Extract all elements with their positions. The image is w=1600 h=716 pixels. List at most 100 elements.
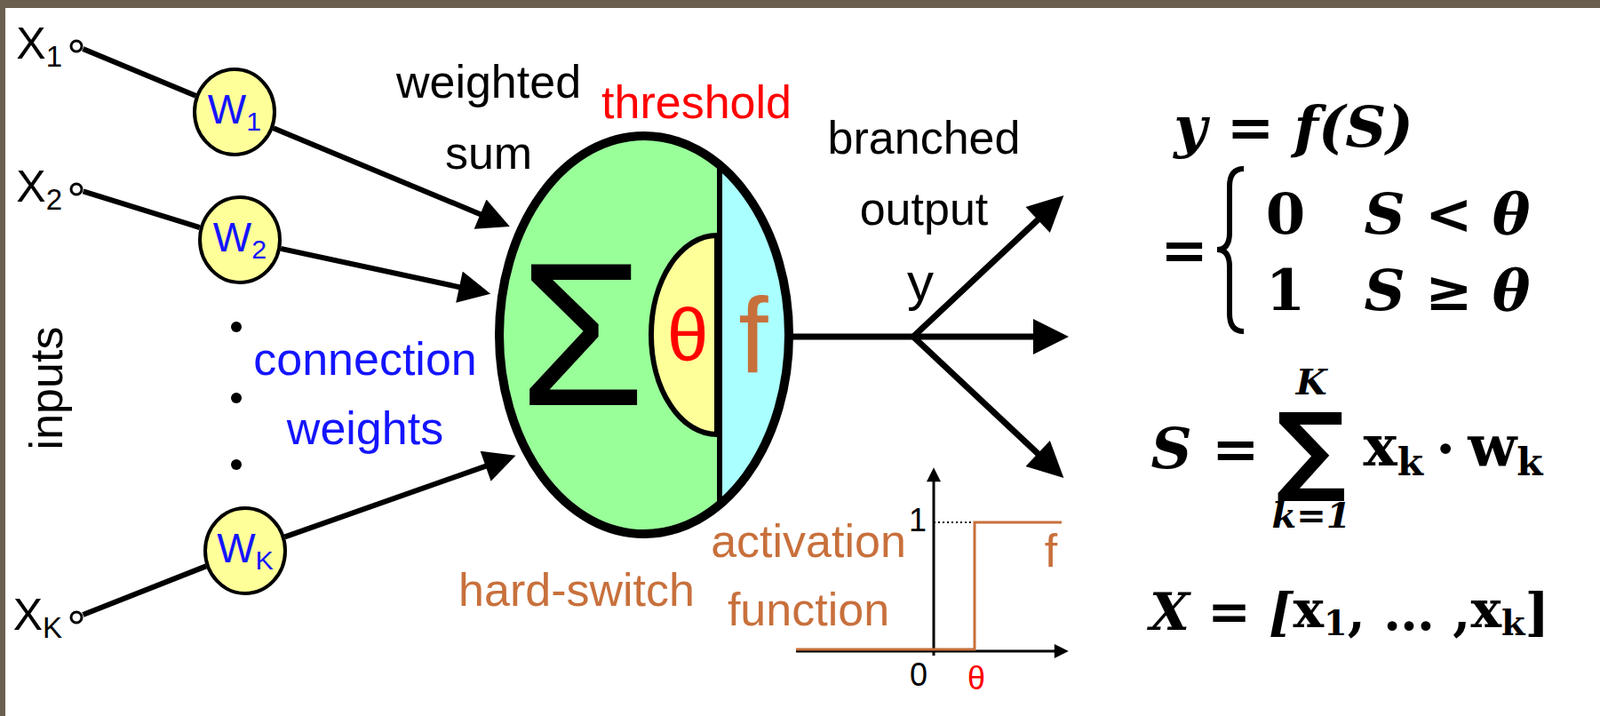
activation-region: [719, 165, 789, 505]
text-main: x: [1363, 412, 1398, 479]
input-terminal: XK: [69, 610, 84, 625]
text-main: w: [1467, 412, 1517, 479]
output-branch: [913, 334, 1041, 341]
frame-left: [0, 0, 6, 716]
text-subscript: 1: [246, 106, 262, 136]
text-main: X: [13, 589, 43, 640]
text-main: X: [15, 161, 46, 212]
axis-tick: 0: [909, 659, 928, 692]
text-subscript: K: [255, 545, 274, 575]
dot: [230, 459, 242, 470]
sum-symbol: Σ: [518, 232, 645, 438]
equation: S ≥ θ: [1363, 262, 1530, 319]
part-label: activation function: [710, 507, 907, 645]
text-subscript: 1: [46, 39, 63, 73]
part-label: weighted sum: [396, 46, 582, 189]
equation: xk: [1363, 417, 1424, 481]
terminal-circle: [71, 612, 82, 623]
weight-circle: WK: [203, 506, 287, 596]
equation: 0: [1265, 185, 1306, 243]
threshold-symbol: θ: [667, 297, 709, 373]
text-subscript: 2: [46, 183, 63, 216]
weight-circle: W2: [198, 195, 282, 285]
connector: [280, 248, 466, 289]
text-main: x: [1470, 579, 1502, 640]
part-label: branched output: [827, 102, 1021, 245]
text-main: W: [216, 525, 255, 572]
curve-label: f: [1044, 527, 1058, 574]
threshold-outline: [651, 235, 717, 435]
level-guide: [933, 521, 975, 524]
text-main: W: [213, 214, 252, 261]
equation: S < θ: [1363, 185, 1530, 243]
equation: ·: [1435, 420, 1456, 478]
input-name: X2: [15, 164, 63, 214]
equation: y = f(S): [1173, 98, 1414, 156]
signal-name: y: [907, 255, 934, 310]
output-branch: [913, 336, 1043, 459]
part-label: hard-switch: [458, 566, 695, 613]
node-outline: [69, 182, 84, 197]
activation-symbol: f: [738, 281, 768, 389]
dot: [230, 392, 242, 404]
text-subscript: K: [42, 611, 63, 645]
frame-top: [0, 0, 1600, 8]
input-name: X1: [15, 21, 63, 71]
input-name: XK: [13, 592, 63, 642]
weight-outline: [205, 508, 286, 594]
weight-name: WK: [216, 527, 274, 574]
text-main: X: [15, 18, 46, 69]
text-main: W: [207, 86, 247, 133]
text-subscript: k: [1501, 603, 1526, 644]
equation-group: K∑k=1: [1272, 364, 1352, 534]
neuron-outline: [499, 135, 789, 534]
equation-group: X = [x1, … ,xk]: [1149, 583, 1550, 642]
connector: [285, 463, 493, 537]
output-wire: [790, 334, 914, 341]
branched-output-arrows: [790, 214, 1043, 459]
case-brace: [1217, 168, 1244, 332]
text-subscript: k: [1397, 438, 1424, 484]
neuron-body: Σfθ: [493, 129, 796, 541]
axis-title: inputs: [23, 326, 70, 451]
sum-limit: K: [1296, 364, 1328, 400]
weight-circle: W1: [192, 67, 277, 157]
node-outline: [69, 39, 84, 54]
sum-limit: k=1: [1272, 497, 1352, 534]
text-main: x: [1292, 579, 1324, 640]
equation: , … ,: [1347, 586, 1472, 638]
text-subscript: 2: [251, 234, 267, 264]
terminal-circle: [71, 183, 82, 195]
equation: S =: [1150, 420, 1259, 478]
axis-tick: 1: [908, 504, 927, 537]
terminal-circle: [71, 40, 82, 52]
input-terminal: X1: [69, 39, 84, 54]
y-axis: [932, 478, 936, 656]
equation-group: S =K∑k=1xk·wk: [1150, 364, 1543, 534]
equation: x1: [1292, 583, 1347, 642]
ellipsis-dots: [230, 321, 242, 470]
connector: [83, 191, 200, 228]
connector: [82, 48, 196, 96]
part-label: connection weights: [253, 324, 478, 463]
threshold-oval: θ: [648, 232, 720, 438]
connector: [82, 565, 206, 615]
weight-outline: [194, 69, 275, 155]
equation: ]: [1525, 586, 1550, 638]
weight-name: W1: [207, 88, 262, 136]
weight-outline: [199, 197, 280, 283]
text-subscript: 1: [1323, 603, 1348, 644]
text-subscript: k: [1516, 438, 1543, 484]
weight-name: W2: [213, 216, 267, 263]
dot: [230, 321, 242, 333]
equation: X = [: [1149, 586, 1293, 638]
equation: =: [1160, 221, 1209, 279]
axis-tick: θ: [967, 662, 986, 695]
part-label: threshold: [601, 79, 792, 126]
equation: wk: [1467, 417, 1543, 481]
equation: 1: [1265, 262, 1306, 319]
neuron-fill: [499, 135, 789, 534]
node-outline: [69, 610, 84, 625]
input-terminal: X2: [69, 182, 84, 197]
